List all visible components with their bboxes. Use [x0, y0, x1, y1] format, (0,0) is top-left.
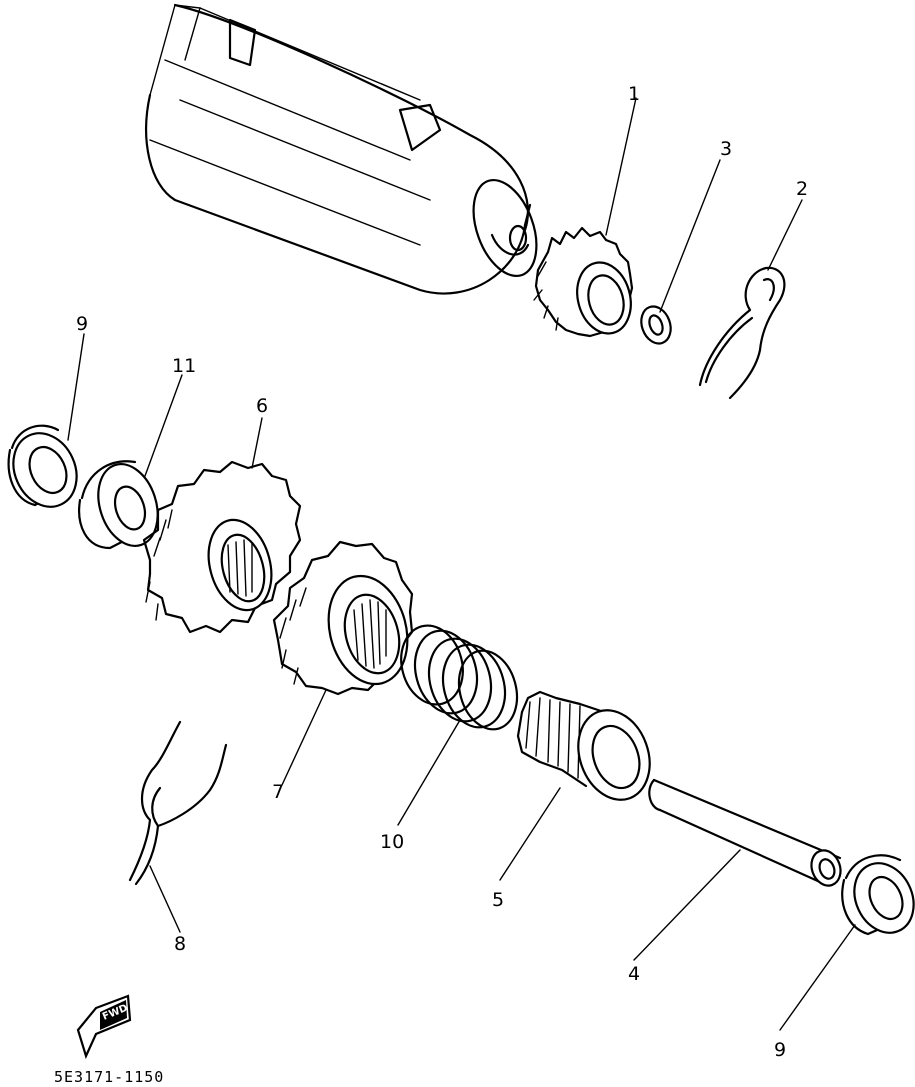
callout-4: 4 [628, 963, 640, 985]
callout-9-left: 9 [76, 313, 88, 335]
part-9-bearing-right [841, 854, 915, 936]
callout-10: 10 [380, 831, 404, 853]
part-9-bearing-left [7, 424, 78, 508]
callout-9-right: 9 [774, 1039, 786, 1061]
callout-2: 2 [796, 178, 808, 200]
part-1-starter-gear [533, 226, 634, 338]
callout-8: 8 [174, 933, 186, 955]
part-10-spring [400, 624, 519, 731]
part-3-circlip [640, 305, 672, 345]
callout-1: 1 [628, 83, 640, 105]
diagram-code: 5E3171-1150 [54, 1068, 164, 1086]
callout-5: 5 [492, 889, 504, 911]
callout-7: 7 [272, 781, 284, 803]
leader-lines [67, 97, 856, 1031]
part-7-gear [272, 540, 414, 696]
part-5-clutch-hub [516, 690, 651, 801]
forward-arrow-icon: FWD [76, 994, 132, 1060]
part-4-shaft [648, 778, 842, 887]
part-8-clip [128, 720, 228, 886]
part-11-collar [78, 460, 159, 550]
callout-3: 3 [720, 138, 732, 160]
callout-6: 6 [256, 395, 268, 417]
callout-11: 11 [172, 355, 196, 377]
part-2-clip [698, 266, 786, 400]
callout-labels: 1 3 2 9 11 6 7 10 5 8 4 9 [76, 83, 808, 1061]
starter-motor [145, 3, 538, 295]
part-6-large-gear [142, 460, 302, 634]
